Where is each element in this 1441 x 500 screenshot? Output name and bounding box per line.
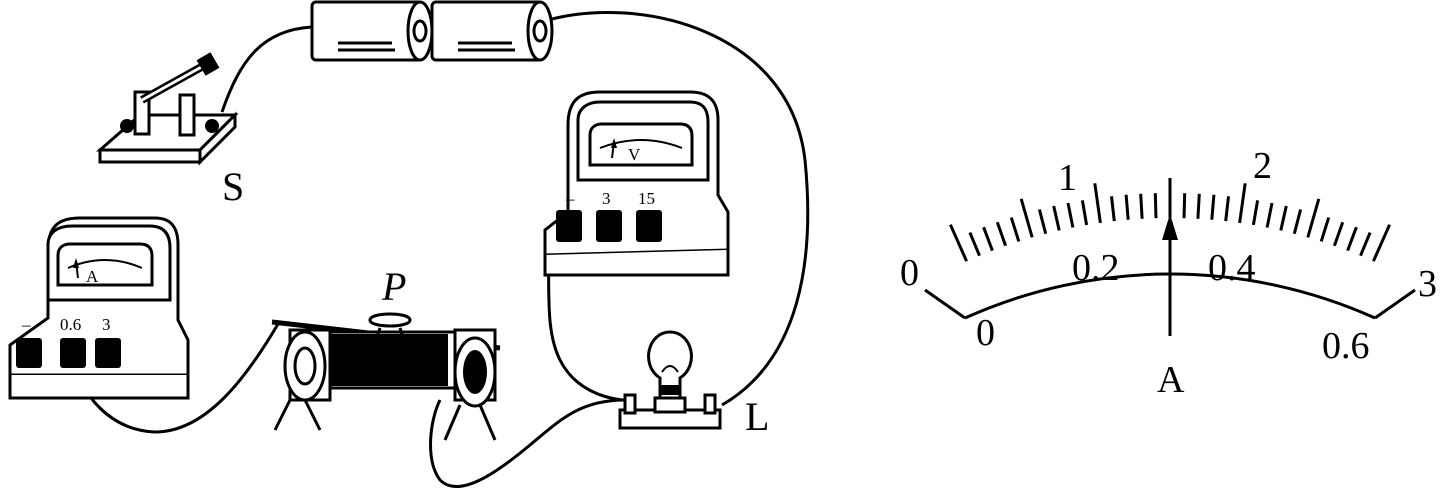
minor-tick	[1279, 205, 1288, 231]
minor-tick	[1292, 209, 1303, 235]
ammeter-terminals	[16, 338, 121, 368]
minor-tick	[1210, 194, 1216, 220]
minor-tick	[1066, 202, 1075, 228]
voltmeter: V – 3 15	[543, 90, 730, 277]
minor-tick	[1332, 221, 1345, 247]
ammeter-terminal-neg: –	[21, 315, 31, 334]
scale-outer-label-2: 2	[1253, 145, 1272, 187]
minor-tick	[1319, 217, 1331, 242]
voltmeter-terminal-3: 3	[602, 189, 611, 208]
scale-outer-label-1: 1	[1058, 157, 1077, 199]
needle	[1162, 214, 1178, 336]
ammeter-terminal-0.6: 0.6	[60, 315, 81, 334]
minor-tick	[1110, 196, 1116, 222]
minor-tick	[982, 226, 994, 252]
minor-tick	[1080, 200, 1089, 226]
major-tick	[949, 224, 968, 262]
switch-label: S	[222, 164, 244, 209]
minor-tick	[1196, 193, 1201, 219]
minor-tick	[1124, 194, 1130, 220]
scale-inner-label-0: 0	[976, 312, 995, 354]
major-tick	[1306, 198, 1321, 238]
scale-unit-symbol: A	[1157, 359, 1185, 401]
rheostat	[271, 312, 501, 441]
major-tick	[1019, 198, 1034, 238]
minor-tick	[1009, 217, 1021, 242]
scale-inner-label-0.2: 0.2	[1072, 247, 1120, 289]
ammeter-terminal-3: 3	[102, 315, 111, 334]
minor-tick	[1251, 200, 1260, 226]
scale-outer-label-3: 3	[1418, 263, 1437, 305]
minor-tick	[968, 232, 981, 257]
minor-tick	[995, 221, 1008, 247]
minor-tick	[1139, 193, 1144, 219]
lamp	[618, 330, 722, 430]
major-tick	[1093, 183, 1102, 224]
scale-inner-label-0.6: 0.6	[1322, 325, 1370, 367]
knife-switch	[96, 52, 239, 166]
ammeter-dial-letter: A	[86, 267, 99, 286]
minor-tick	[1052, 205, 1061, 231]
slider-label: P	[381, 264, 406, 309]
scale-inner-label-0.4: 0.4	[1208, 247, 1256, 289]
voltmeter-terminal-neg: –	[565, 189, 575, 208]
minor-tick	[1037, 209, 1048, 235]
scale-outer-label-0: 0	[900, 252, 919, 294]
battery-pack	[310, 0, 554, 62]
minor-tick	[1182, 193, 1187, 219]
voltmeter-terminal-15: 15	[638, 189, 655, 208]
ammeter: A – 0.6 3	[8, 216, 190, 400]
minor-tick	[1153, 193, 1158, 219]
major-tick	[1372, 224, 1391, 262]
minor-tick	[1346, 226, 1358, 252]
lamp-label: L	[745, 394, 769, 439]
voltmeter-terminals	[556, 210, 662, 242]
minor-tick	[1265, 202, 1274, 228]
major-tick	[1238, 183, 1247, 224]
minor-tick	[1359, 232, 1372, 257]
voltmeter-dial-letter: V	[628, 145, 641, 164]
minor-tick	[1224, 196, 1230, 222]
